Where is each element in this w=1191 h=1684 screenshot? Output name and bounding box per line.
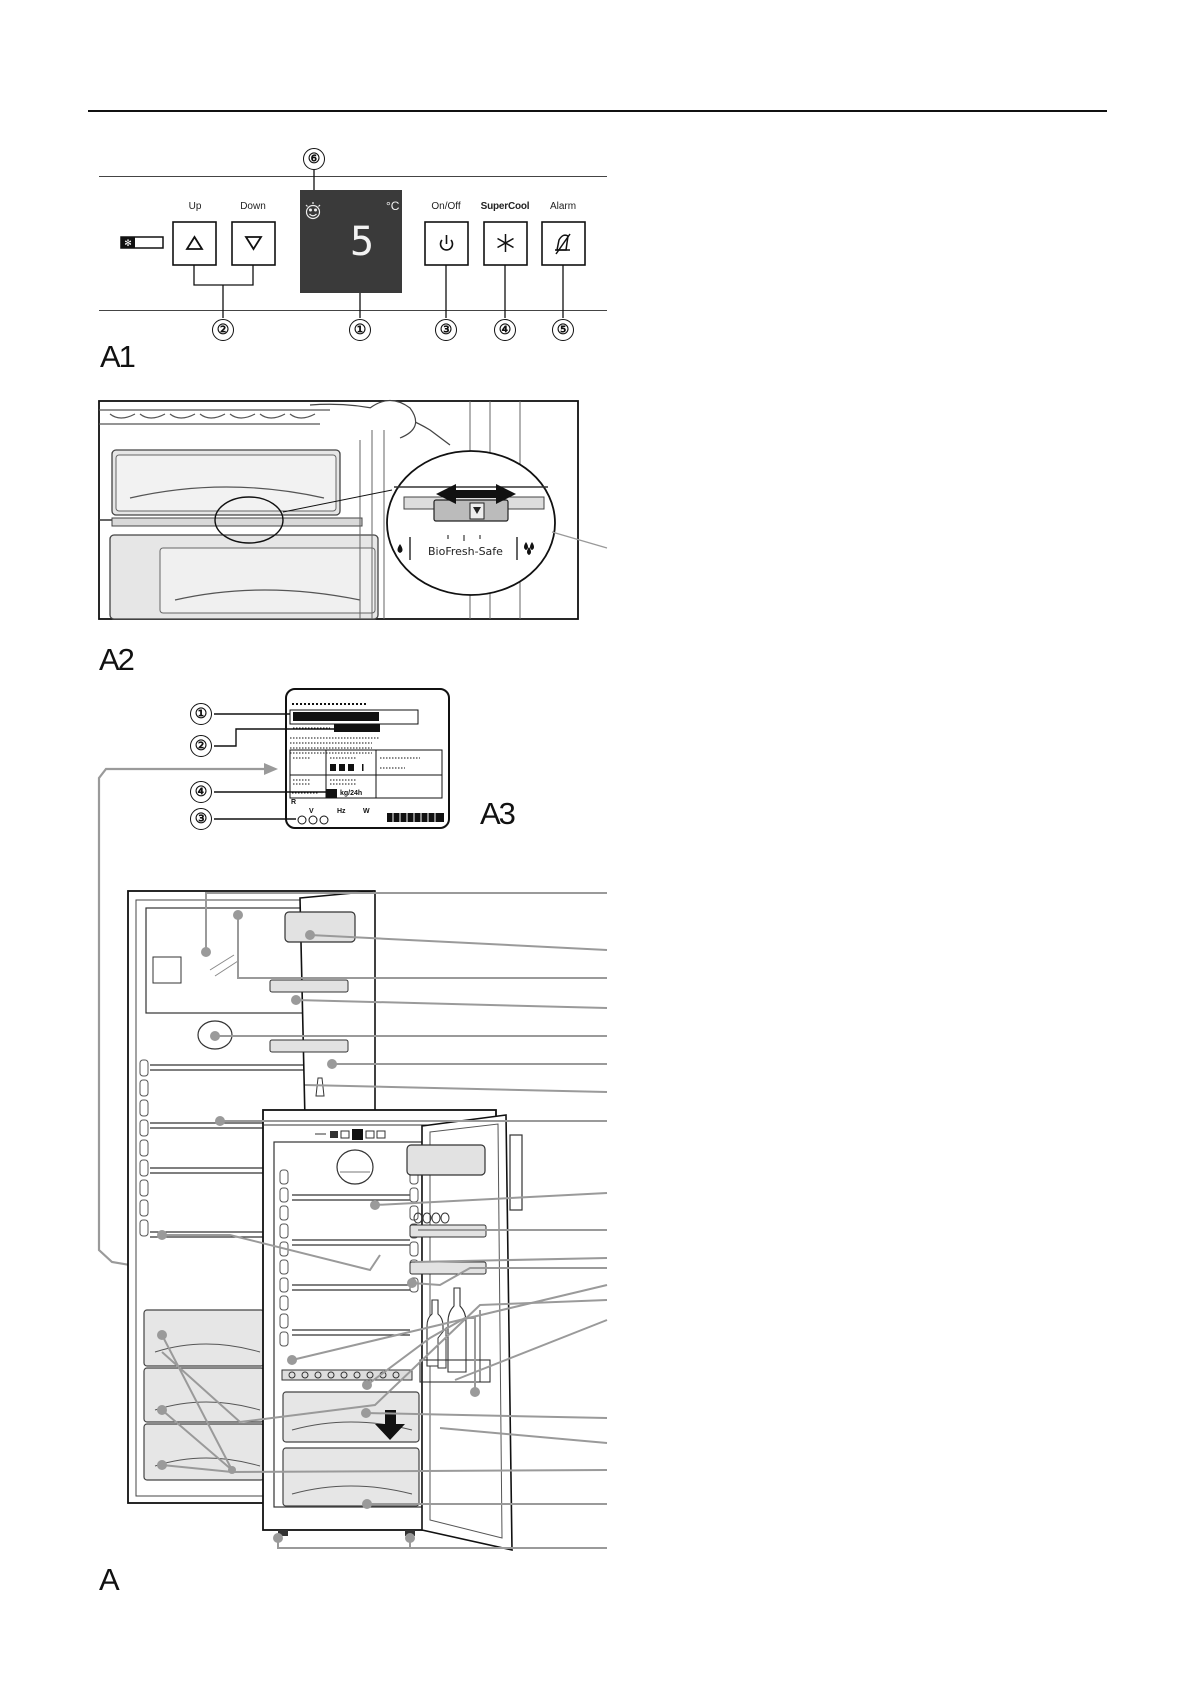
display-digit: 5 bbox=[350, 219, 375, 265]
alarm-label: Alarm bbox=[549, 201, 577, 212]
plate-callout-2: ② bbox=[190, 735, 212, 757]
display-unit: °C bbox=[386, 199, 400, 213]
up-triangle-icon bbox=[185, 235, 204, 250]
figure-label-a: A bbox=[99, 1562, 120, 1597]
down-label: Down bbox=[240, 201, 266, 212]
figure-label-a1: A1 bbox=[100, 339, 136, 374]
figure-label-a3: A3 bbox=[480, 796, 516, 831]
rating-plate-frequency-unit: Hz bbox=[337, 808, 346, 815]
smiley-icon bbox=[305, 202, 321, 220]
rating-plate-capacity-unit: kg/24h bbox=[340, 790, 363, 797]
callout-3: ③ bbox=[435, 319, 457, 341]
alarm-button[interactable] bbox=[541, 221, 586, 266]
rating-plate-power-unit: W bbox=[363, 808, 370, 815]
double-drop-icon bbox=[524, 542, 534, 555]
down-button[interactable] bbox=[231, 221, 276, 266]
rating-plate-refrigerant: R bbox=[291, 799, 297, 806]
callout-1: ① bbox=[349, 319, 371, 341]
down-triangle-icon bbox=[244, 236, 263, 251]
biofresh-label: BioFresh-Safe bbox=[428, 545, 503, 558]
callout-5: ⑤ bbox=[552, 319, 574, 341]
panel-top-line bbox=[99, 176, 607, 178]
top-rule bbox=[88, 110, 1107, 112]
supercool-button[interactable] bbox=[483, 221, 528, 266]
snowflake-icon bbox=[497, 234, 514, 252]
plate-callout-3: ③ bbox=[190, 808, 212, 830]
callout-4: ④ bbox=[494, 319, 516, 341]
figure-label-a2: A2 bbox=[99, 642, 135, 677]
onoff-label: On/Off bbox=[431, 201, 461, 212]
supercool-label: SuperCool bbox=[480, 201, 530, 212]
alarm-bell-off-icon bbox=[555, 233, 571, 255]
power-icon bbox=[439, 235, 454, 251]
up-label: Up bbox=[188, 201, 202, 212]
onoff-button[interactable] bbox=[424, 221, 469, 266]
callout-2: ② bbox=[212, 319, 234, 341]
up-button[interactable] bbox=[172, 221, 217, 266]
rating-plate-voltage-unit: V bbox=[309, 808, 314, 815]
drop-icon bbox=[397, 544, 403, 553]
plate-callout-1: ① bbox=[190, 703, 212, 725]
callout-6: ⑥ bbox=[303, 148, 325, 170]
plate-callout-4: ④ bbox=[190, 781, 212, 803]
panel-bottom-line bbox=[99, 310, 607, 312]
